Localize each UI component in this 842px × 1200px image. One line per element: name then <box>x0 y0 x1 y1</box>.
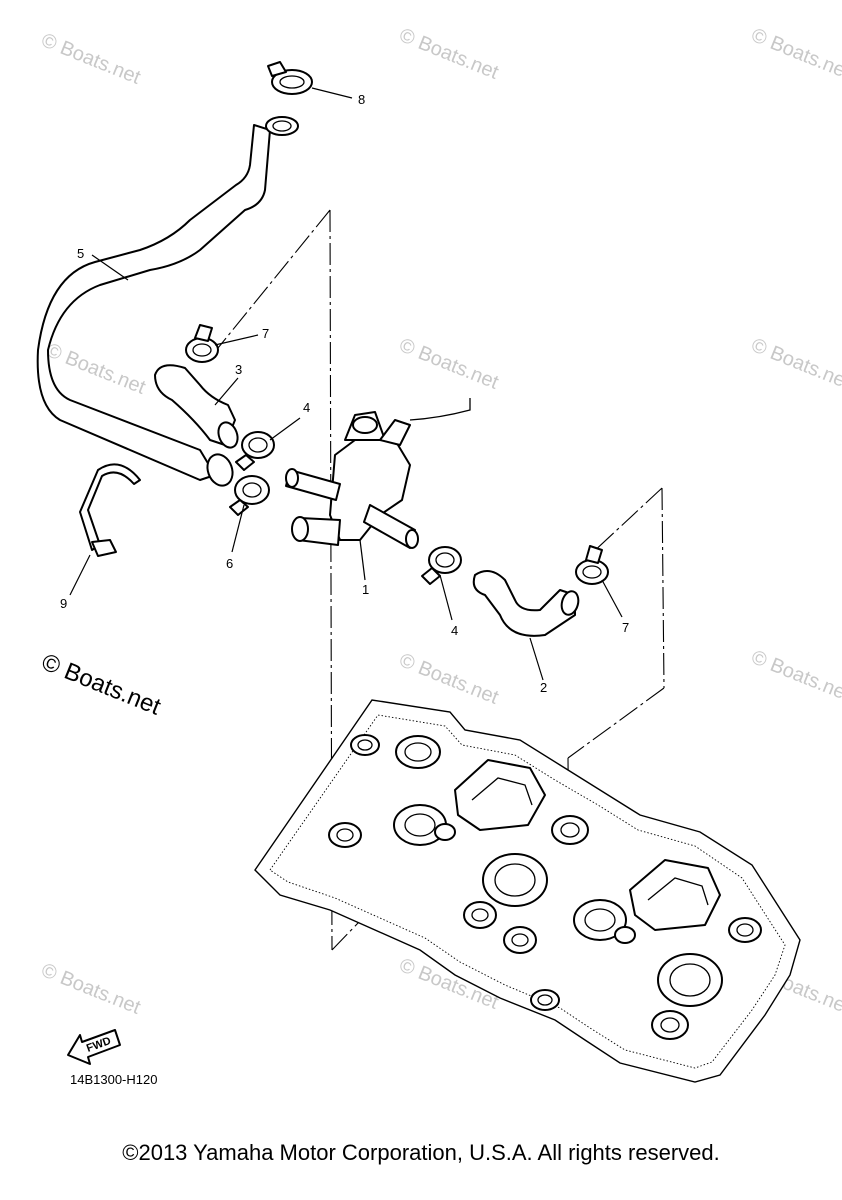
watermark: © Boats.net <box>38 29 144 89</box>
callout-9: 9 <box>60 596 67 611</box>
copyright-notice: ©2013 Yamaha Motor Corporation, U.S.A. A… <box>122 1140 720 1165</box>
clamp-part-7-lower <box>575 545 623 618</box>
callout-6: 6 <box>226 556 233 571</box>
band-part-9 <box>69 463 141 596</box>
hose-part-3 <box>154 364 239 449</box>
watermark: © Boats.net <box>396 24 502 84</box>
watermark: © Boats.net <box>396 334 502 394</box>
watermark-large: © Boats.net <box>38 649 165 721</box>
alignment-line-right <box>567 487 665 1003</box>
clamp-part-8 <box>267 61 353 99</box>
reed-valve-cover-rear <box>614 859 721 944</box>
callout-4-left: 4 <box>303 400 310 415</box>
clamp-part-7-upper <box>185 324 259 363</box>
hose-part-2 <box>472 570 580 681</box>
callout-7-lower: 7 <box>622 620 629 635</box>
watermark: © Boats.net <box>396 649 502 709</box>
drawing-code: 14B1300-H120 <box>70 1072 158 1087</box>
callout-8: 8 <box>358 92 365 107</box>
callout-2: 2 <box>540 680 547 695</box>
watermark: © Boats.net <box>748 646 842 706</box>
watermark: © Boats.net <box>748 334 842 394</box>
forward-arrow-icon: FWD <box>67 1029 121 1065</box>
cylinder-head-cover <box>254 699 801 1083</box>
callout-1: 1 <box>362 582 369 597</box>
watermark: © Boats.net <box>748 24 842 84</box>
air-cut-valve-part-1 <box>285 398 471 581</box>
callout-5: 5 <box>77 246 84 261</box>
cover-inner-line <box>269 714 786 1069</box>
callout-4-right: 4 <box>451 623 458 638</box>
callout-7-upper: 7 <box>262 326 269 341</box>
reed-valve-cover-front <box>434 759 546 841</box>
clamp-part-6 <box>229 475 270 553</box>
hose-part-5 <box>36 116 299 487</box>
callout-labels: 1 2 3 4 4 5 6 7 7 8 9 <box>60 92 629 695</box>
watermark: © Boats.net <box>38 959 144 1019</box>
clamp-part-4-right <box>421 546 462 621</box>
clamp-part-4-left <box>235 417 301 471</box>
callout-3: 3 <box>235 362 242 377</box>
cover-bosses <box>328 734 762 1040</box>
